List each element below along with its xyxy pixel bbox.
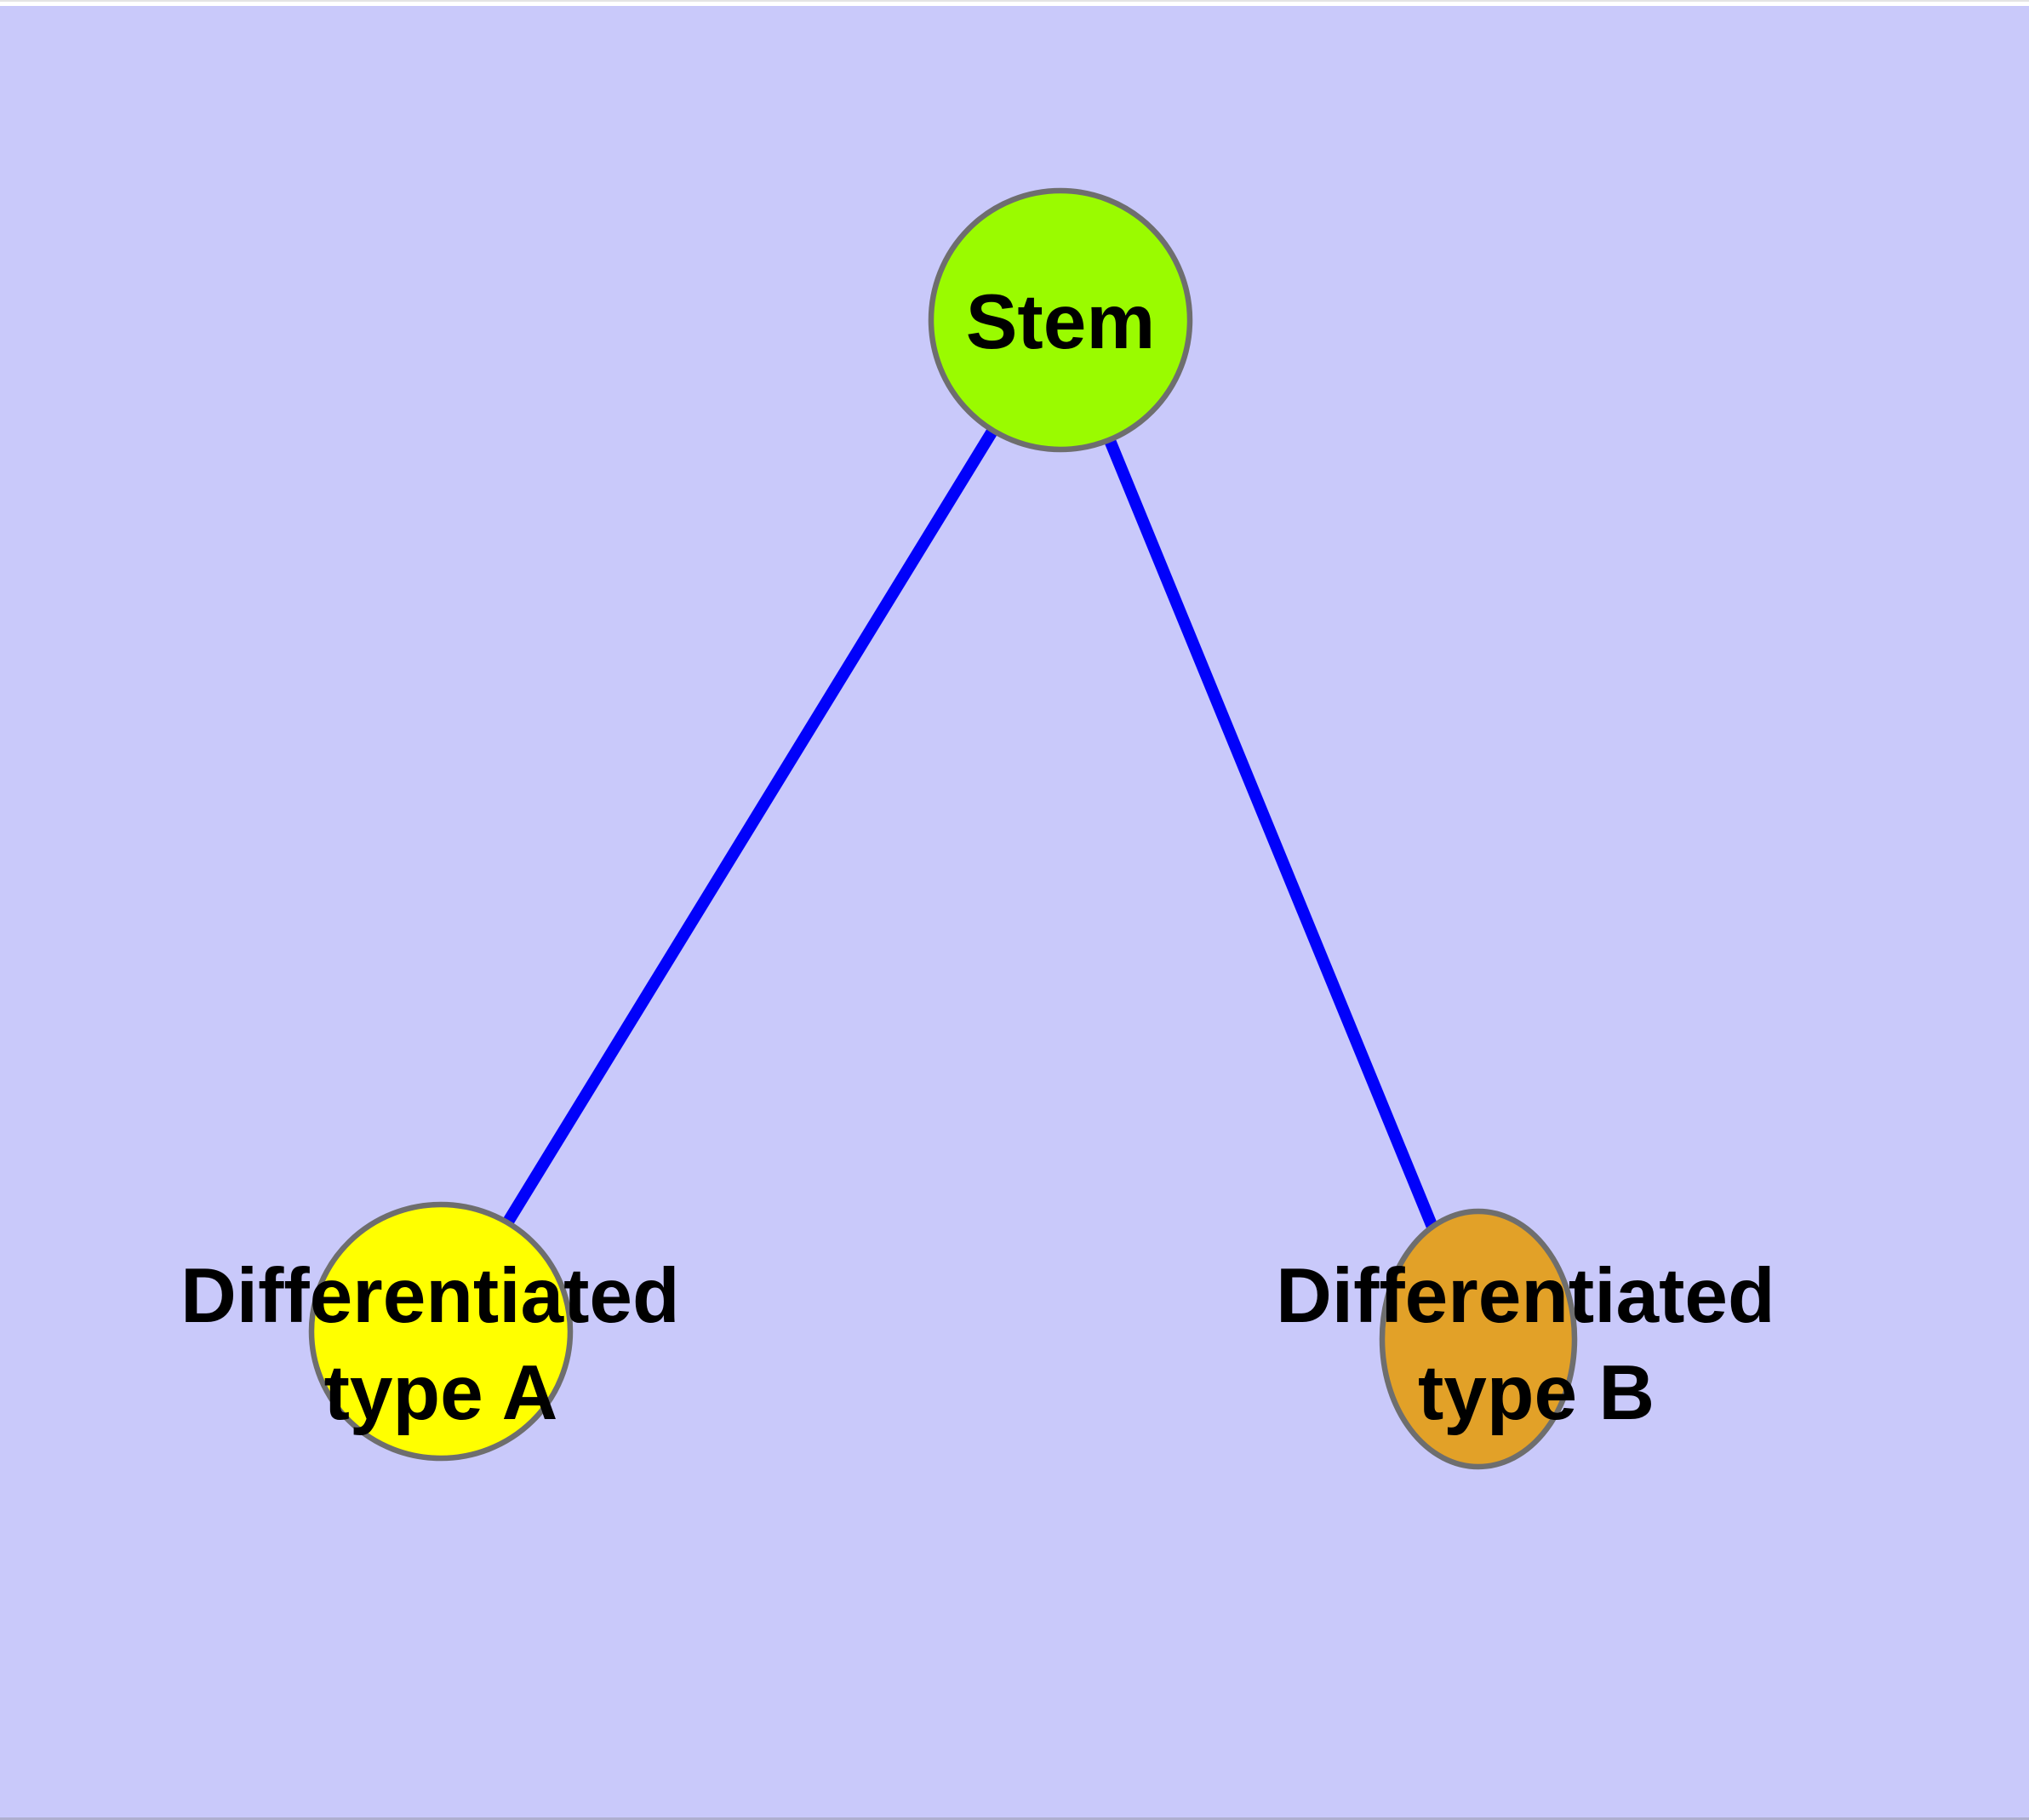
node-stem-label: Stem bbox=[966, 279, 1156, 365]
node-label-line2: type A bbox=[324, 1350, 558, 1436]
edge-stem-to-differentiated-type-a bbox=[436, 317, 1066, 1335]
node-differentiated-type-a-label: Differentiated type A bbox=[180, 1253, 701, 1436]
top-strip bbox=[0, 2, 2029, 6]
node-differentiated-type-a bbox=[308, 1201, 574, 1462]
node-differentiated-type-b bbox=[1379, 1208, 1578, 1470]
node-label-line1: Differentiated bbox=[1276, 1253, 1775, 1339]
edge-stem-to-differentiated-type-b bbox=[1055, 318, 1484, 1342]
top-border-line bbox=[0, 0, 2029, 2]
node-differentiated-type-b-label: Differentiated type B bbox=[1276, 1253, 1797, 1436]
node-stem bbox=[928, 187, 1193, 453]
node-label-line2: type B bbox=[1418, 1350, 1655, 1436]
bottom-strip bbox=[0, 1817, 2029, 1820]
node-label-line1: Differentiated bbox=[180, 1253, 680, 1339]
